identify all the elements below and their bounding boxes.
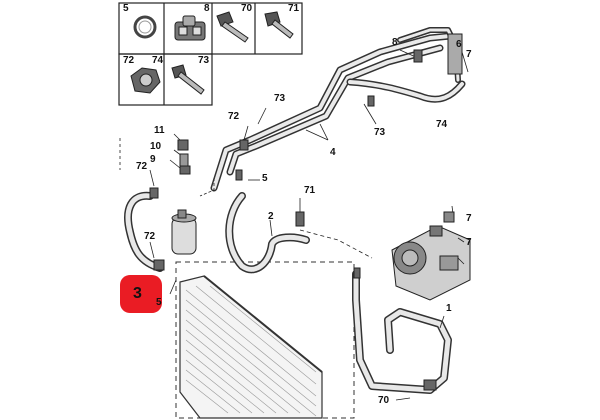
parts-cell-8-label: 8 <box>204 3 210 14</box>
callout-1: 1 <box>446 303 452 314</box>
callout-5: 5 <box>156 297 162 308</box>
parts-cell-72-label: 72 <box>123 55 135 66</box>
callout-5: 5 <box>262 173 268 184</box>
callout-72: 72 <box>144 231 156 242</box>
callout-9: 9 <box>150 154 156 165</box>
pipe-lines <box>124 27 466 394</box>
callout-72: 72 <box>136 161 148 172</box>
compressor <box>391 225 471 301</box>
parts-cell-70-label: 70 <box>241 3 253 14</box>
o-ring-icon <box>133 15 157 39</box>
callout-74: 74 <box>436 119 448 130</box>
fittings <box>149 33 463 391</box>
callout-72: 72 <box>228 111 240 122</box>
callout-7: 7 <box>466 237 472 248</box>
parts-table <box>118 2 303 106</box>
receiver-drier <box>171 209 197 255</box>
callout-7: 7 <box>466 213 472 224</box>
callout-10: 10 <box>150 141 162 152</box>
callout-6: 6 <box>456 39 462 50</box>
bolt-icon <box>216 11 249 43</box>
callout-3-highlighted: 3 <box>133 285 142 302</box>
callout-70: 70 <box>378 395 390 406</box>
callout-73: 73 <box>274 93 286 104</box>
callout-4: 4 <box>330 147 336 158</box>
parts-cell-5-label: 5 <box>123 3 129 14</box>
nut-icon <box>130 67 161 94</box>
callout-73: 73 <box>374 127 386 138</box>
stud-bolt-icon <box>264 11 294 39</box>
callout-71: 71 <box>304 185 316 196</box>
parts-cell-74-label: 74 <box>152 55 164 66</box>
callout-8: 8 <box>392 37 398 48</box>
leader-lines <box>119 49 469 401</box>
parts-cell-71-label: 71 <box>288 3 300 14</box>
highlight-box <box>120 275 162 313</box>
clip-icon <box>174 15 206 41</box>
condenser <box>175 261 355 419</box>
callout-11: 11 <box>154 125 165 136</box>
callout-7: 7 <box>466 49 472 60</box>
callout-2: 2 <box>268 211 274 222</box>
parts-cell-73-label: 73 <box>198 55 210 66</box>
flange-bolt-icon <box>171 64 205 95</box>
